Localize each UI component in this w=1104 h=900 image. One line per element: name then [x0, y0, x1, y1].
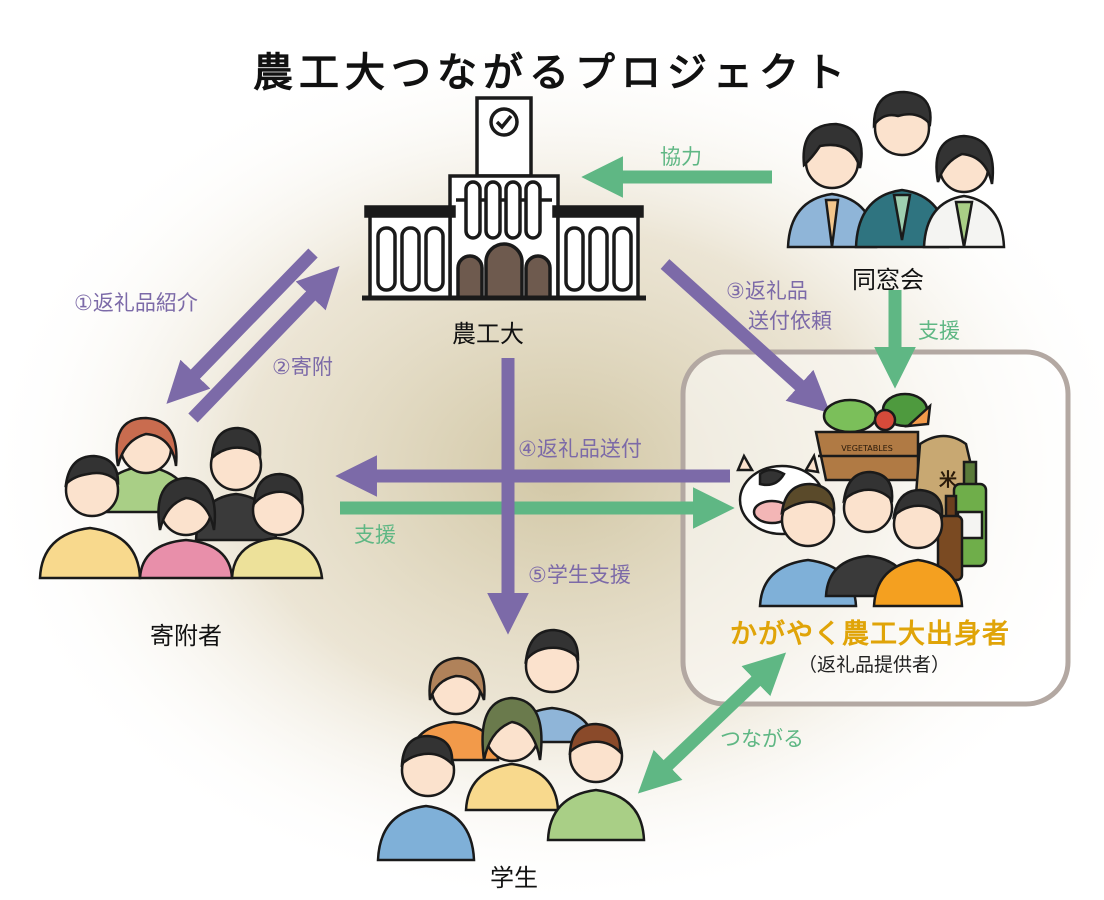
graduates-title: かがやく農工大出身者: [730, 619, 1010, 650]
bottles-icon: [936, 460, 988, 582]
arrow-step1: [166, 248, 318, 404]
cooperation-label: 協力: [660, 145, 702, 169]
donors-label: 寄附者: [150, 622, 222, 650]
university-label: 農工大: [452, 320, 524, 348]
step3-label-line1: ③返礼品: [726, 279, 808, 303]
rice-bag-label: 米: [939, 469, 958, 491]
students-label: 学生: [490, 864, 538, 892]
donors-group: [38, 416, 324, 580]
students-group: [376, 628, 646, 862]
arrow-step2: [188, 266, 340, 423]
step5-label: ⑤学生支援: [528, 563, 631, 587]
alumni-group: [786, 90, 1006, 249]
page-title: 農工大つながるプロジェクト: [253, 50, 851, 96]
step1-label: ①返礼品紹介: [74, 291, 198, 315]
alumni-support-label: 支援: [918, 319, 960, 343]
graduates-people: [758, 470, 964, 608]
vegetables-crate-icon: [814, 392, 932, 482]
step2-label: ②寄附: [272, 355, 333, 379]
graduates-illustration: VEGETABLES 米: [736, 392, 988, 608]
graduates-subtitle: （返礼品提供者）: [798, 654, 951, 676]
university-building-icon: [362, 96, 646, 301]
crate-label: VEGETABLES: [841, 444, 893, 453]
arrow-step3: [660, 259, 831, 414]
step3-label-line2: 送付依頼: [748, 309, 832, 333]
step4-label: ④返礼品送付: [518, 437, 642, 461]
donor-support-label: 支援: [354, 523, 396, 547]
connect-label: つながる: [720, 727, 804, 751]
arrow-connect: [637, 652, 787, 794]
alumni-label: 同窓会: [852, 266, 924, 294]
